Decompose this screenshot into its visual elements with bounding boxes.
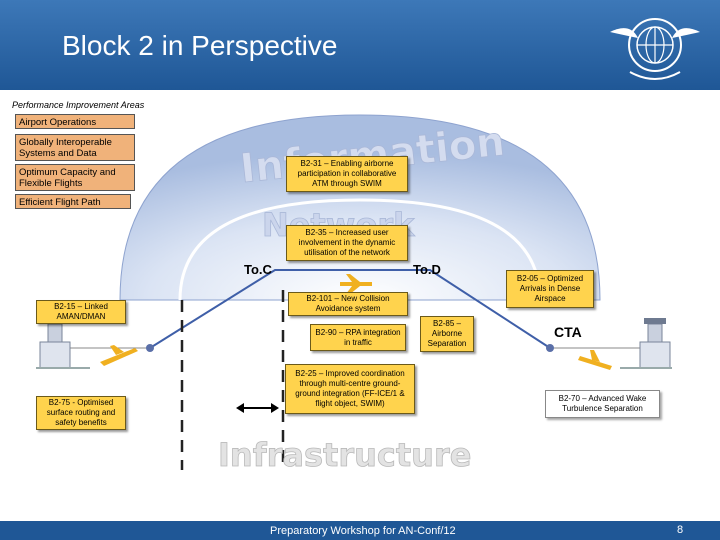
tod-label: To.D [413,262,441,277]
header-bar [0,0,720,90]
cta-label: CTA [554,324,582,340]
module-b2-101: B2-101 – New Collision Avoidance system [288,292,408,316]
pia-airport-operations: Airport Operations [15,114,135,129]
airport-left-icon [36,318,90,369]
footer-bar [0,521,720,540]
flight-profile-line [149,269,551,349]
pia-optimum-capacity: Optimum Capacity and Flexible Flights [15,164,135,191]
network-dome [119,114,601,301]
module-b2-70: B2-70 – Advanced Wake Turbulence Separat… [545,390,660,418]
module-b2-25: B2-25 – Improved coordination through mu… [285,364,415,414]
page-number: 8 [677,524,684,536]
airport-right-icon [620,318,672,369]
pia-interoperable-systems: Globally Interoperable Systems and Data [15,134,135,161]
pia-efficient-flight-path: Efficient Flight Path [15,194,131,209]
inner-arc [178,198,542,301]
module-b2-31: B2-31 – Enabling airborne participation … [286,156,408,192]
module-b2-90: B2-90 – RPA integration in traffic [310,324,406,351]
module-b2-85: B2-85 – Airborne Separation [420,316,474,352]
slide-title: Block 2 in Perspective [62,30,338,61]
footer-text: Preparatory Workshop for AN-Conf/12 [270,525,456,537]
icao-emblem-icon [610,18,700,80]
aircraft-takeoff-icon [100,345,138,366]
aircraft-landing-icon [578,350,612,370]
infrastructure-watermark: Infrastructure [218,436,471,474]
pia-heading: Performance Improvement Areas [12,100,145,110]
module-b2-75: B2-75 - Optimised surface routing and sa… [36,396,126,430]
module-b2-35: B2-35 – Increased user involvement in th… [286,225,408,261]
module-b2-15: B2-15 – Linked AMAN/DMAN [36,300,126,324]
toc-label: To.C [244,262,272,277]
module-b2-05: B2-05 – Optimized Arrivals in Dense Airs… [506,270,594,308]
